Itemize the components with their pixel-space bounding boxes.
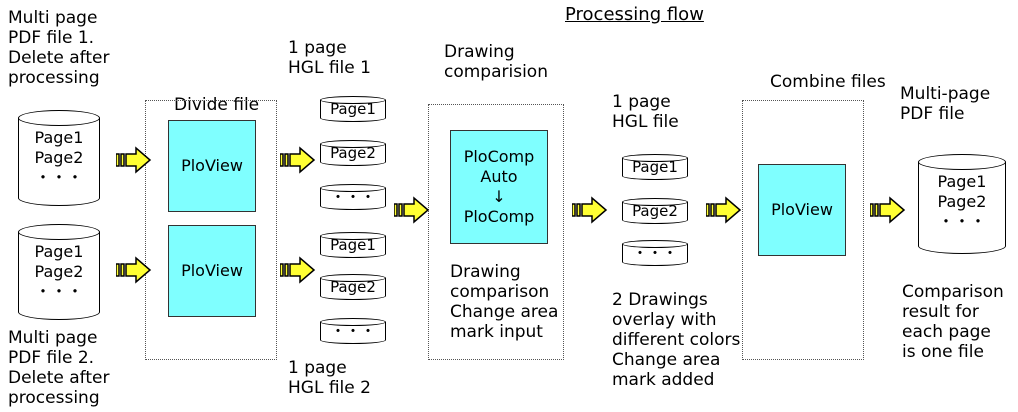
ploview-process-3: PloView [758,164,846,256]
page-cylinder-5: Page2 [320,274,386,300]
arrow-icon [280,256,316,284]
arrow-icon [572,196,608,224]
arrow-icon [280,146,316,174]
page-cylinder-3: ・・・ [320,184,386,210]
result-note: Comparison result for each page is one f… [902,282,1004,362]
page-cylinder-4: Page1 [320,232,386,258]
source2-database: Page1 Page2 ・・・ [18,224,100,320]
hgl1-label: 1 page HGL file 1 [288,38,371,78]
drawing-comp-note: Drawing comparison Change area mark inpu… [450,262,559,342]
diagram-title: Processing flow [565,4,704,25]
arrow-icon [116,146,152,174]
page-cylinder-6: ・・・ [320,318,386,344]
page-cylinder-2: Page2 [320,140,386,166]
page-cylinder-9: ・・・ [622,240,688,266]
combine-label: Combine files [770,72,886,92]
arrow-icon [394,196,430,224]
page-cylinder-8: Page2 [622,198,688,224]
ploview-process-2: PloView [168,225,256,317]
arrow-icon [706,196,742,224]
page-cylinder-1: Page1 [320,96,386,122]
plocomp-process: PloComp Auto ↓ PloComp [450,130,548,244]
result-label: Multi-page PDF file [900,84,991,124]
arrow-icon [870,196,906,224]
hgl-label: 1 page HGL file [612,92,679,132]
ploview-process-1: PloView [168,120,256,212]
divide-group [145,100,277,360]
page-cylinder-7: Page1 [622,154,688,180]
source1-label: Multi page PDF file 1. Delete after proc… [8,8,110,88]
drawing-comp-group [428,104,564,360]
drawing-comp-label: Drawing comparision [444,42,548,82]
result-database: Page1 Page2 ・・・ [918,154,1006,254]
source2-label: Multi page PDF file 2. Delete after proc… [8,328,110,408]
hgl2-label: 1 page HGL file 2 [288,358,371,398]
combine-group [742,100,864,360]
hgl-note: 2 Drawings overlay with different colors… [612,290,741,390]
source1-database: Page1 Page2 ・・・ [18,110,100,206]
arrow-icon [116,256,152,284]
